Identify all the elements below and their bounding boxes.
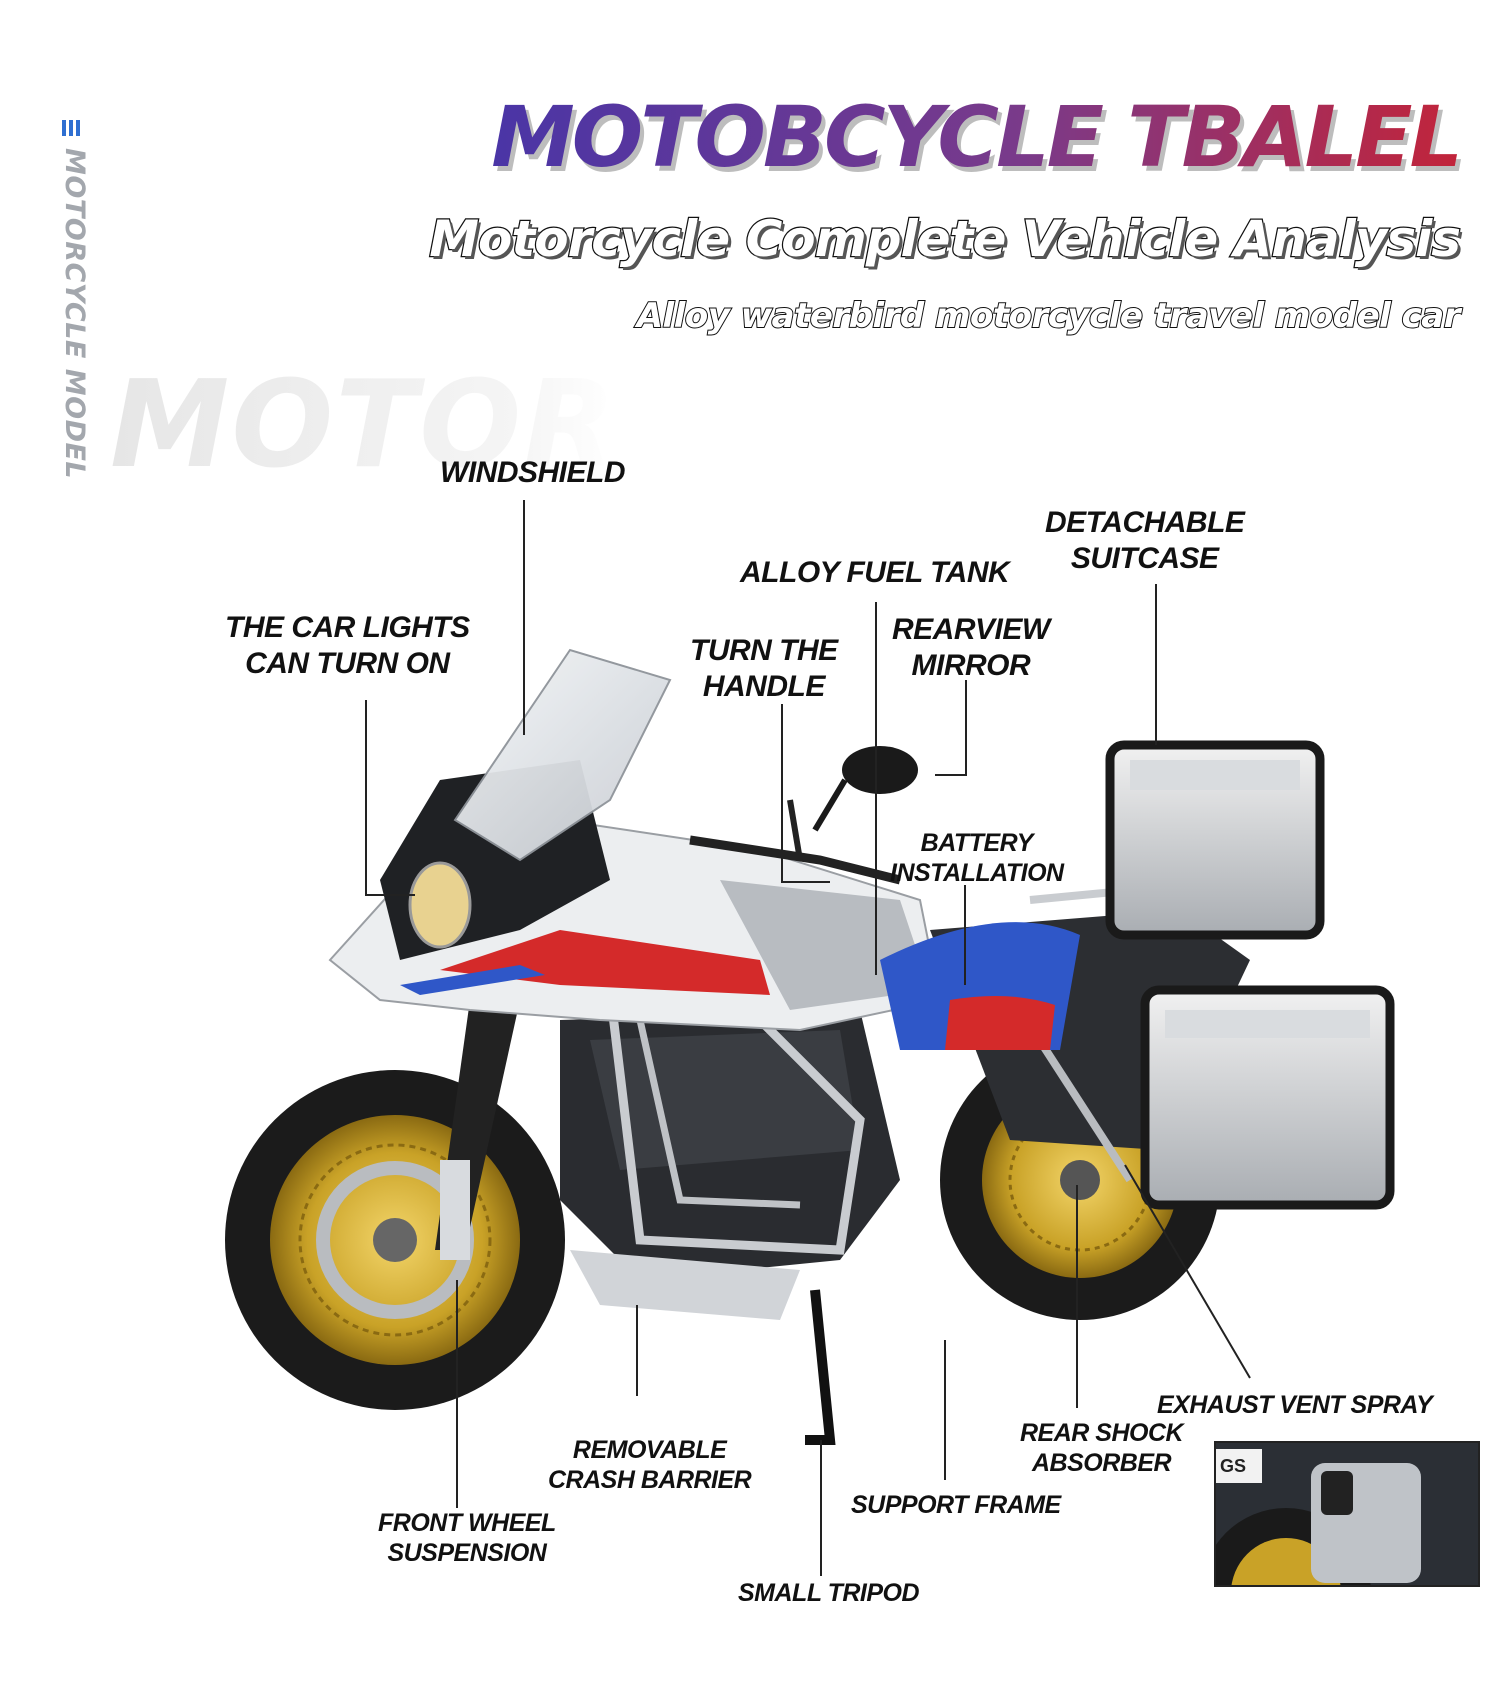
- lights-leader: [365, 700, 415, 896]
- page-subtitle: Motorcycle Complete Vehicle Analysis: [428, 209, 1462, 270]
- page-title: MOTOBCYCLE TBALEL: [491, 88, 1463, 186]
- exhaust-leader: [1124, 1164, 1251, 1379]
- callout-fuel-tank: ALLOY FUEL TANK: [740, 556, 1010, 589]
- mirror-leader: [935, 680, 967, 776]
- callout-tripod: SMALL TRIPOD: [738, 1579, 920, 1607]
- callout-windshield: WINDSHIELD: [440, 456, 626, 489]
- callout-lights: THE CAR LIGHTS CAN TURN ON: [225, 611, 470, 680]
- callout-mirror: REARVIEW MIRROR: [892, 613, 1050, 682]
- callout-battery: BATTERY INSTALLATION: [890, 829, 1064, 887]
- menu-bars-icon: [62, 120, 86, 136]
- callout-support-frame: SUPPORT FRAME: [851, 1491, 1061, 1519]
- handle-leader: [781, 704, 830, 883]
- exhaust-inset-illustration: [1216, 1463, 1421, 1585]
- callout-rear-shock: REAR SHOCK ABSORBER: [1020, 1419, 1184, 1477]
- page-tagline: Alloy waterbird motorcycle travel model …: [636, 295, 1462, 337]
- license-plate: GS: [1216, 1449, 1262, 1483]
- callout-crash-barrier: REMOVABLE CRASH BARRIER: [548, 1436, 752, 1494]
- callout-suitcase: DETACHABLE SUITCASE: [1045, 506, 1245, 575]
- exhaust-inset-photo: GS: [1214, 1441, 1480, 1587]
- callout-exhaust: EXHAUST VENT SPRAY: [1157, 1391, 1433, 1419]
- background-watermark: MOTOR: [110, 356, 618, 495]
- callout-handle: TURN THE HANDLE: [690, 634, 838, 703]
- callout-front-suspension: FRONT WHEEL SUSPENSION: [378, 1509, 556, 1567]
